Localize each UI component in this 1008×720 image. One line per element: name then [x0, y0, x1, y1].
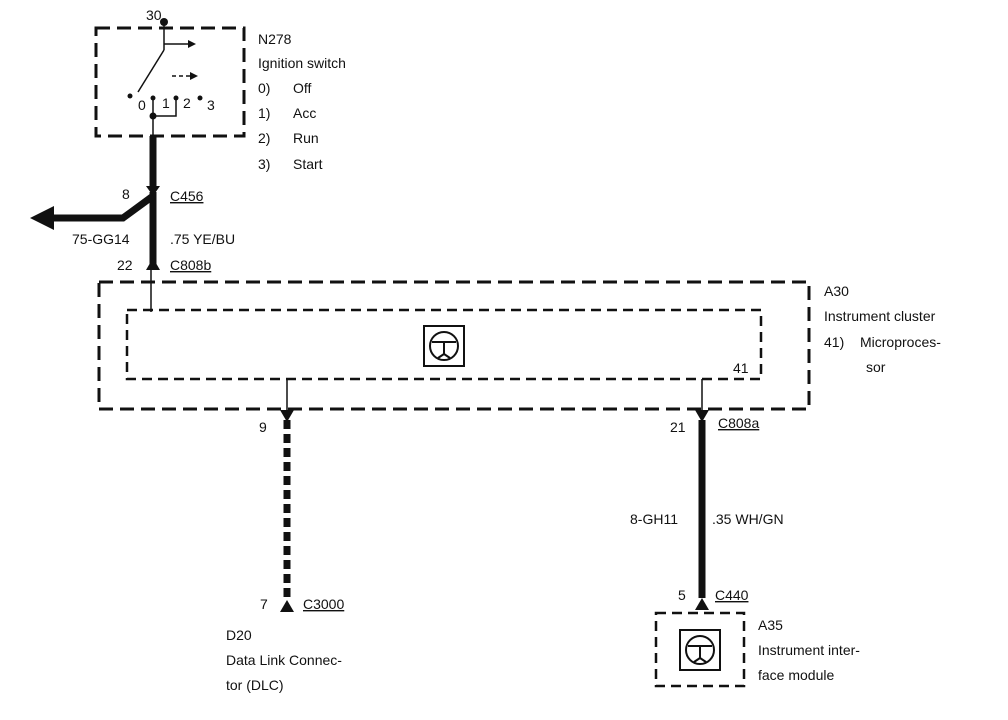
connector-c440-arrow-icon: [695, 598, 709, 610]
ignition-terminal-30: 30: [146, 7, 162, 23]
circuit-75-gg14-label: 75-GG14: [72, 231, 130, 247]
dlc-name-line2: tor (DLC): [226, 677, 284, 693]
iim-wire: 21 C808a 8-GH11 .35 WH/GN 5 C808a C440: [630, 379, 784, 610]
branch-wire-left: [52, 193, 156, 222]
branch-arrow-left-icon: [30, 206, 54, 230]
iim-name-line2: face module: [758, 667, 834, 683]
iim-module-icon: [679, 629, 721, 671]
iim-id: A35: [758, 617, 783, 633]
ignition-switch-id: N278: [258, 31, 292, 47]
contact-label-1: 1: [162, 95, 170, 111]
contact-label-3: 3: [207, 97, 215, 113]
pin-7-label: 7: [260, 596, 268, 612]
instrument-interface-module: A35 Instrument inter- face module: [654, 611, 860, 688]
pin-5-label: 5: [678, 587, 686, 603]
microprocessor-note-line1: Microproces-: [860, 334, 941, 350]
microprocessor-ref-41: 41: [733, 360, 749, 376]
ignition-switch-box: [94, 26, 246, 138]
connector-c456-arrow-icon: [146, 186, 160, 196]
instrument-cluster-id: A30: [824, 283, 849, 299]
wire-color-ye-bu-label: .75 YE/BU: [170, 231, 235, 247]
position-num: 3): [258, 156, 270, 172]
upper-wire: 8 C456 75-GG14 .75 YE/BU 22 C808b: [30, 136, 235, 312]
iim-name-line1: Instrument inter-: [758, 642, 860, 658]
microprocessor-note-num: 41): [824, 334, 844, 350]
dlc-name-line1: Data Link Connec-: [226, 652, 342, 668]
position-label: Run: [293, 130, 319, 146]
connector-c808b-label: C808b: [170, 257, 211, 273]
contact-label-0: 0: [138, 97, 146, 113]
wire-color-wh-gn-label: .35 WH/GN: [712, 511, 784, 527]
data-link-connector: D20 Data Link Connec- tor (DLC): [226, 627, 342, 693]
acc-run-bridge: [152, 98, 177, 117]
position-label: Start: [293, 156, 323, 172]
connector-c3000-label: C3000: [303, 596, 344, 612]
pin-8-label: 8: [122, 186, 130, 202]
contact-label-2: 2: [183, 95, 191, 111]
microprocessor-note-line2: sor: [866, 359, 886, 375]
connector-pin9-arrow-icon: [280, 410, 294, 422]
connector-c456-label: C456: [170, 188, 204, 204]
position-num: 2): [258, 130, 270, 146]
dlc-wire: 9 7 C3000: [259, 379, 344, 612]
connector-c808a-arrow-icon: [695, 410, 709, 422]
switch-blade: [137, 49, 165, 93]
arrowhead-upper-icon: [188, 40, 196, 48]
instrument-cluster: 41 A30 Instrument cluster 41) Microproce…: [97, 280, 941, 411]
connector-c440-label: C440: [715, 587, 749, 603]
contact-3-dot: [197, 95, 203, 101]
dlc-id: D20: [226, 627, 252, 643]
pin-9-label: 9: [259, 419, 267, 435]
arrowhead-lower-icon: [190, 72, 198, 80]
position-num: 0): [258, 80, 270, 96]
connector-c808b-arrow-icon: [146, 258, 160, 270]
contact-0-dot: [127, 93, 133, 99]
connector-c3000-arrow-icon: [280, 600, 294, 612]
pin-22-label: 22: [117, 257, 133, 273]
switch-position-list: 0) Off 1) Acc 2) Run 3) Start: [258, 80, 323, 172]
pin-21-label: 21: [670, 419, 686, 435]
microprocessor-icon: [423, 325, 465, 367]
position-label: Acc: [293, 105, 316, 121]
ignition-switch-name: Ignition switch: [258, 55, 346, 71]
instrument-cluster-name: Instrument cluster: [824, 308, 936, 324]
position-num: 1): [258, 105, 270, 121]
position-label: Off: [293, 80, 312, 96]
ignition-switch: 30 0 1 2 3 N278 Ignition switch 0) Off 1…: [94, 7, 346, 172]
circuit-8-gh11-label: 8-GH11: [630, 511, 678, 527]
connector-c808a-label: C808a: [718, 415, 759, 431]
